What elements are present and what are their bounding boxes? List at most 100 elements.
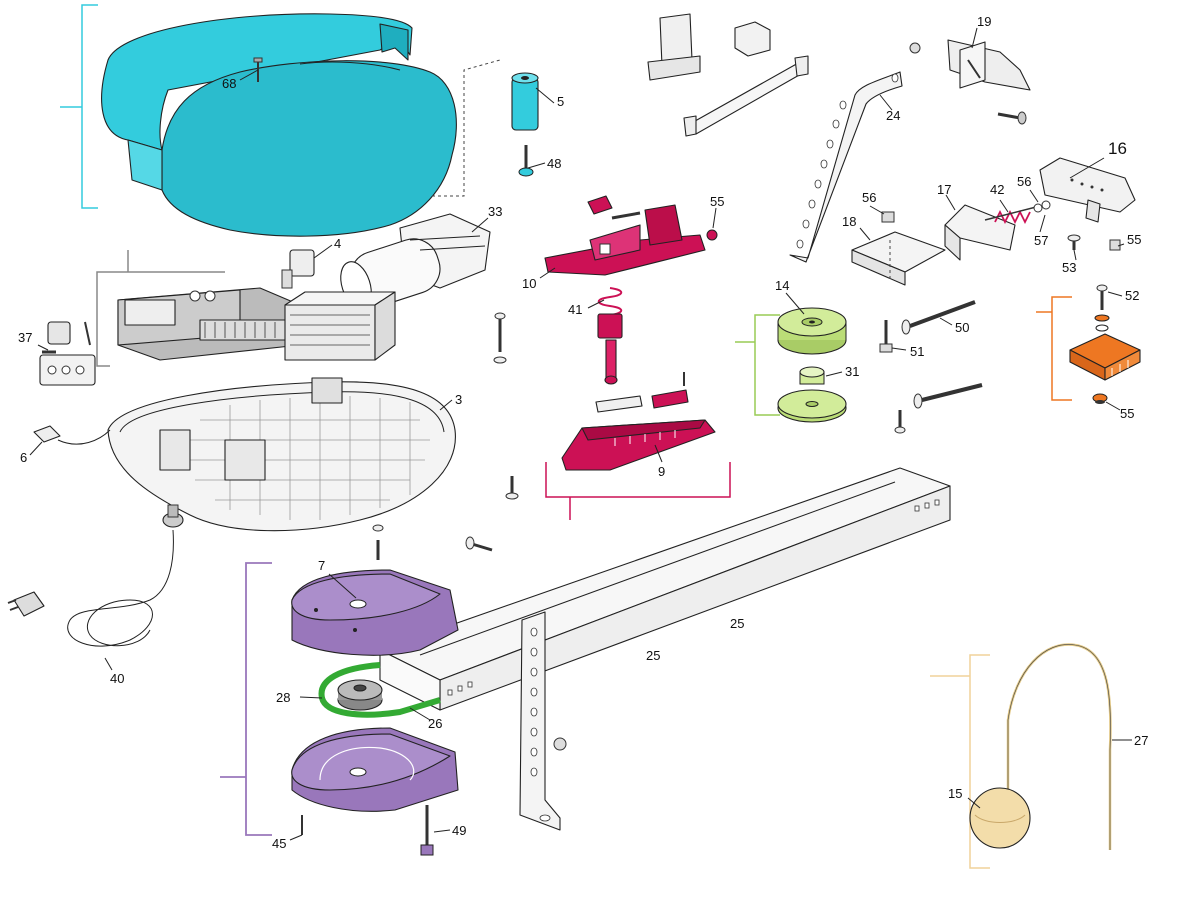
label-26: 26 bbox=[428, 716, 442, 731]
label-50: 50 bbox=[955, 320, 969, 335]
sensor-6 bbox=[33, 425, 111, 445]
label-25-bottom: 25 bbox=[646, 648, 660, 663]
label-57: 57 bbox=[1034, 233, 1048, 248]
bolt-49 bbox=[420, 805, 434, 856]
label-55-trolley: 55 bbox=[710, 194, 724, 209]
power-cord-40 bbox=[7, 529, 174, 647]
base-plate-3 bbox=[107, 377, 456, 532]
label-56-spring: 56 bbox=[1017, 174, 1031, 189]
label-53: 53 bbox=[1062, 260, 1076, 275]
bearing-31 bbox=[799, 366, 825, 385]
limit-group-bracket bbox=[1036, 296, 1072, 401]
washers-56-57 bbox=[1033, 200, 1051, 213]
label-4: 4 bbox=[334, 236, 341, 251]
label-27: 27 bbox=[1134, 733, 1148, 748]
hex-bolt bbox=[465, 536, 493, 552]
label-42: 42 bbox=[990, 182, 1004, 197]
label-40: 40 bbox=[110, 671, 124, 686]
leader-lines bbox=[29, 27, 1132, 841]
label-33: 33 bbox=[488, 204, 502, 219]
label-45: 45 bbox=[272, 836, 286, 851]
limit-plate bbox=[1069, 333, 1141, 381]
label-55-limit: 55 bbox=[1120, 406, 1134, 421]
motor-cover bbox=[101, 13, 501, 237]
label-49: 49 bbox=[452, 823, 466, 838]
nut-56 bbox=[881, 211, 895, 223]
bolt-51 bbox=[879, 320, 893, 353]
label-6: 6 bbox=[20, 450, 27, 465]
label-14: 14 bbox=[775, 278, 789, 293]
control-board-group-bracket bbox=[96, 250, 225, 367]
label-56-plate: 56 bbox=[862, 190, 876, 205]
control-board bbox=[117, 287, 301, 361]
nut bbox=[909, 42, 921, 54]
label-15: 15 bbox=[948, 786, 962, 801]
drive-gear-26 bbox=[337, 679, 383, 711]
trolley-slider-9 bbox=[561, 419, 716, 471]
label-7: 7 bbox=[318, 558, 325, 573]
header-link-bar bbox=[683, 55, 809, 137]
screw-68 bbox=[253, 57, 263, 82]
wood-screw bbox=[505, 476, 519, 500]
pulley-flange bbox=[777, 389, 847, 423]
bolt-long bbox=[894, 383, 983, 434]
wall-bracket bbox=[647, 13, 701, 81]
connector-4 bbox=[281, 249, 315, 289]
bracket-clip bbox=[734, 21, 771, 57]
cable-grommet bbox=[162, 504, 184, 528]
carriage-cover-7 bbox=[291, 569, 459, 656]
screw-53 bbox=[1067, 234, 1081, 250]
trolley-bolt bbox=[587, 195, 641, 220]
label-51: 51 bbox=[910, 344, 924, 359]
bolt-50 bbox=[901, 300, 976, 335]
label-17: 17 bbox=[937, 182, 951, 197]
label-16: 16 bbox=[1108, 139, 1127, 158]
trolley-latch bbox=[595, 372, 689, 413]
carriage-group-bracket bbox=[220, 562, 272, 836]
transformer bbox=[284, 291, 396, 361]
release-cable-group-bracket bbox=[930, 654, 990, 869]
cover-group-bracket bbox=[60, 4, 98, 209]
release-knob-15 bbox=[969, 787, 1031, 849]
bolt bbox=[997, 111, 1027, 125]
limit-screw-52 bbox=[1094, 284, 1110, 332]
screw-cap bbox=[372, 524, 384, 560]
label-24: 24 bbox=[886, 108, 900, 123]
label-25-top: 25 bbox=[730, 616, 744, 631]
label-10: 10 bbox=[522, 276, 536, 291]
label-55-bracket: 55 bbox=[1127, 232, 1141, 247]
label-5: 5 bbox=[557, 94, 564, 109]
plate-18 bbox=[851, 231, 946, 286]
terminal-block-37 bbox=[39, 321, 96, 386]
rail-hanger bbox=[519, 611, 561, 831]
trolley-body-10 bbox=[544, 204, 706, 276]
screw-bolt-long bbox=[493, 312, 507, 364]
rail-25 bbox=[379, 467, 951, 711]
label-31: 31 bbox=[845, 364, 859, 379]
trolley-group-bracket bbox=[545, 462, 731, 520]
pulley-group-bracket bbox=[735, 314, 780, 416]
nut-55b bbox=[1109, 239, 1121, 251]
limit-nut-55 bbox=[1092, 393, 1108, 404]
label-41: 41 bbox=[568, 302, 582, 317]
pulley-14 bbox=[777, 307, 847, 355]
label-18: 18 bbox=[842, 214, 856, 229]
carriage-base bbox=[291, 727, 459, 812]
bracket-19 bbox=[947, 39, 1031, 91]
bushing-5 bbox=[511, 72, 539, 131]
label-52: 52 bbox=[1125, 288, 1139, 303]
label-28: 28 bbox=[276, 690, 290, 705]
label-3: 3 bbox=[455, 392, 462, 407]
label-48: 48 bbox=[547, 156, 561, 171]
spring-42 bbox=[984, 205, 1041, 225]
rail-nut bbox=[553, 737, 567, 751]
limit-bracket-16 bbox=[1039, 157, 1136, 223]
nut-55 bbox=[706, 229, 718, 241]
belt-28 bbox=[318, 662, 441, 718]
spring-bracket-17 bbox=[944, 204, 1016, 261]
label-19: 19 bbox=[977, 14, 991, 29]
trolley-lock bbox=[597, 313, 623, 385]
screw-48 bbox=[518, 145, 534, 177]
label-9: 9 bbox=[658, 464, 665, 479]
